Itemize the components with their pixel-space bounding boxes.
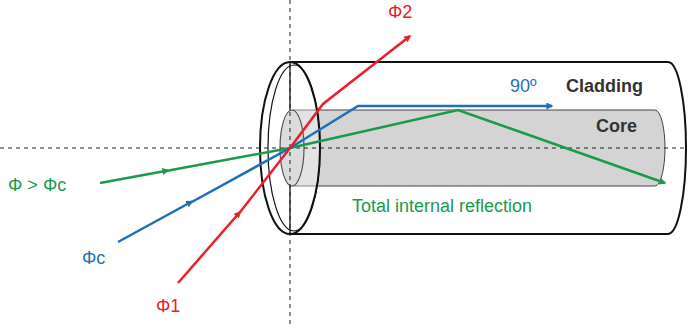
fiber-axis	[0, 148, 688, 149]
angle-label: Φc	[82, 248, 105, 270]
blue-ray	[290, 106, 552, 148]
green-ray	[290, 110, 665, 183]
part-name: Cladding	[566, 76, 643, 98]
angle-label: 90º	[510, 76, 537, 98]
blue-ray	[118, 202, 192, 243]
normal-line	[290, 0, 291, 328]
angle-label: Φ2	[388, 2, 412, 24]
red-ray	[178, 212, 240, 283]
red-ray	[239, 148, 290, 214]
blue-ray	[190, 148, 290, 203]
part-name: Core	[596, 116, 637, 138]
green-ray	[100, 171, 168, 184]
angle-label: Φ1	[156, 296, 180, 318]
red-ray	[290, 36, 410, 148]
angle-label: Φ > Φc	[8, 175, 66, 197]
note-label: Total internal reflection	[352, 196, 532, 218]
